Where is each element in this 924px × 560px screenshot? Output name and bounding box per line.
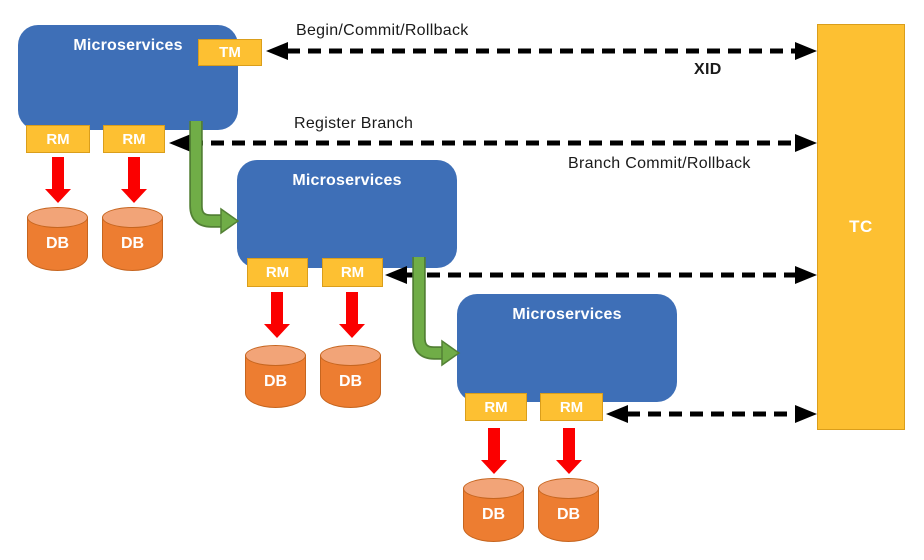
rm-box-3b: RM bbox=[540, 393, 603, 421]
dashed-arrow-register-branch bbox=[169, 134, 817, 152]
db-cylinder-2b: DB bbox=[320, 345, 381, 408]
tc-box: TC bbox=[817, 24, 905, 430]
microservice-box-2: Microservices bbox=[237, 160, 457, 268]
db-cylinder-1b: DB bbox=[102, 207, 163, 271]
label-xid: XID bbox=[694, 61, 722, 78]
label-begin-commit-rollback: Begin/Commit/Rollback bbox=[296, 22, 469, 39]
dashed-arrow-begin-commit-rollback bbox=[266, 42, 817, 60]
db-cylinder-top bbox=[320, 345, 381, 366]
red-db-arrow-3b bbox=[556, 428, 582, 474]
db-cylinder-top bbox=[538, 478, 599, 499]
rm-box-1b: RM bbox=[103, 125, 165, 153]
rm-box-2b: RM bbox=[322, 258, 383, 287]
rm-label: RM bbox=[340, 264, 365, 281]
arrowhead-right-icon bbox=[795, 405, 817, 423]
rm-label: RM bbox=[122, 131, 146, 148]
label-register-branch: Register Branch bbox=[294, 115, 414, 132]
arrowhead-left-icon bbox=[266, 42, 288, 60]
arrowhead-right-icon bbox=[220, 207, 240, 235]
db-label: DB bbox=[263, 373, 288, 390]
red-db-arrow-2b bbox=[339, 292, 365, 338]
microservice-label: Microservices bbox=[73, 37, 183, 54]
db-label: DB bbox=[338, 373, 363, 390]
red-db-arrow-3a bbox=[481, 428, 507, 474]
rm-label: RM bbox=[484, 399, 508, 416]
db-label: DB bbox=[45, 235, 70, 252]
microservice-label: Microservices bbox=[512, 306, 622, 323]
db-cylinder-top bbox=[245, 345, 306, 366]
rm-label: RM bbox=[265, 264, 290, 281]
rm-box-3a: RM bbox=[465, 393, 527, 421]
db-label: DB bbox=[120, 235, 145, 252]
rm-box-1a: RM bbox=[26, 125, 90, 153]
green-call-arrow-1 bbox=[189, 121, 240, 235]
rm-box-2a: RM bbox=[247, 258, 308, 287]
red-db-arrow-1b bbox=[121, 157, 147, 203]
db-cylinder-2a: DB bbox=[245, 345, 306, 408]
arrowhead-right-icon bbox=[795, 266, 817, 284]
db-cylinder-1a: DB bbox=[27, 207, 88, 271]
db-cylinder-top bbox=[463, 478, 524, 499]
microservice-label: Microservices bbox=[292, 172, 402, 189]
db-cylinder-3b: DB bbox=[538, 478, 599, 542]
red-db-arrow-1a bbox=[45, 157, 71, 203]
tc-label: TC bbox=[849, 217, 873, 236]
dashed-arrow-service3-tc bbox=[606, 405, 817, 423]
green-call-arrow-2 bbox=[412, 257, 461, 367]
db-cylinder-top bbox=[27, 207, 88, 228]
microservice-box-3: Microservices bbox=[457, 294, 677, 402]
db-cylinder-3a: DB bbox=[463, 478, 524, 542]
db-label: DB bbox=[556, 506, 581, 523]
arrowhead-left-icon bbox=[385, 266, 407, 284]
rm-label: RM bbox=[559, 399, 584, 416]
arrowhead-left-icon bbox=[606, 405, 628, 423]
label-branch-commit-rollback: Branch Commit/Rollback bbox=[568, 155, 751, 172]
arrowhead-right-icon bbox=[795, 42, 817, 60]
arrowhead-right-icon bbox=[795, 134, 817, 152]
tm-label: TM bbox=[219, 44, 241, 61]
tm-box: TM bbox=[198, 39, 262, 66]
rm-label: RM bbox=[46, 131, 70, 148]
red-db-arrow-2a bbox=[264, 292, 290, 338]
arrowhead-left-icon bbox=[169, 134, 191, 152]
dashed-arrow-service2-tc bbox=[385, 266, 817, 284]
db-label: DB bbox=[481, 506, 506, 523]
db-cylinder-top bbox=[102, 207, 163, 228]
